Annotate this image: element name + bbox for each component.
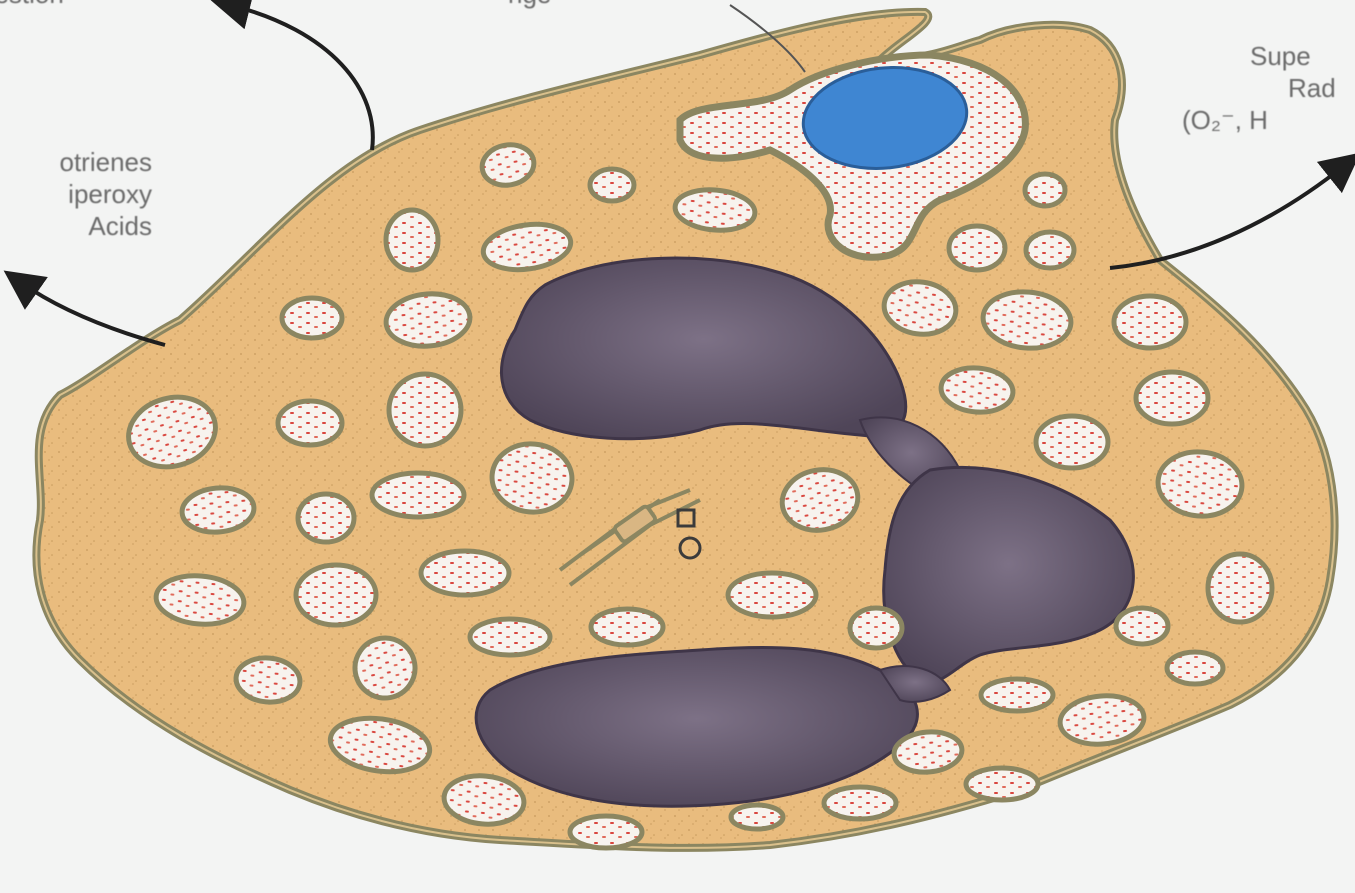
- granule: [1208, 554, 1272, 622]
- granule: [1116, 608, 1168, 644]
- label-acids: Acids: [0, 210, 152, 242]
- granule: [590, 169, 634, 201]
- granule: [298, 494, 354, 542]
- granule: [591, 609, 663, 645]
- granule: [372, 473, 464, 517]
- granule: [470, 619, 550, 655]
- arrow-top-left: [230, 5, 373, 150]
- granule: [282, 298, 342, 338]
- granule: [1136, 372, 1208, 424]
- granule: [1036, 416, 1108, 468]
- granule: [1167, 652, 1223, 684]
- label-top-middle: nge: [508, 0, 551, 10]
- granule: [850, 608, 902, 648]
- label-top-left: gestion: [0, 0, 64, 10]
- granule: [570, 816, 642, 848]
- label-right-group: Supe Rad (O₂⁻, H: [1182, 40, 1336, 136]
- granule: [1025, 174, 1065, 206]
- granule: [1114, 296, 1186, 348]
- label-superoxide: Supe: [1250, 40, 1336, 72]
- granule: [386, 210, 438, 270]
- arrow-left: [20, 282, 165, 345]
- granule: [824, 787, 896, 819]
- label-radicals: Rad: [1288, 72, 1336, 104]
- label-o2-h: (O₂⁻, H: [1182, 104, 1336, 136]
- label-leukotrienes: otrienes: [0, 146, 152, 178]
- granule: [728, 573, 816, 617]
- granule: [1026, 232, 1074, 268]
- granule: [278, 401, 342, 445]
- granule: [949, 226, 1005, 270]
- granule: [421, 551, 509, 595]
- granule: [731, 805, 783, 829]
- label-hydroperoxy: iperoxy: [0, 178, 152, 210]
- granule: [296, 565, 376, 625]
- granule: [981, 679, 1053, 711]
- granule: [966, 768, 1038, 800]
- granule: [389, 374, 461, 446]
- label-left-group: otrienes iperoxy Acids: [0, 146, 152, 242]
